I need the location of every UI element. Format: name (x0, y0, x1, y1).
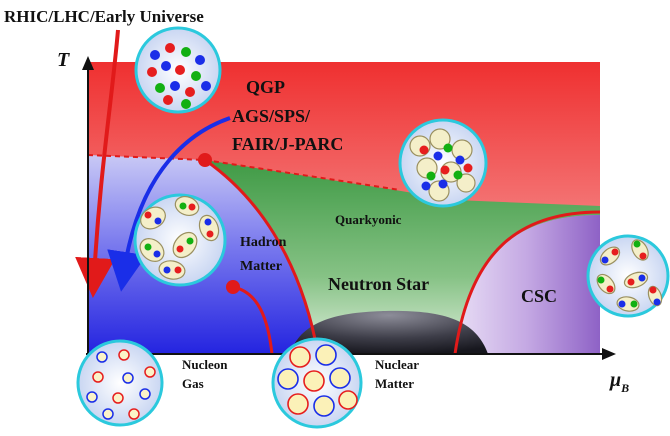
nuclear-matter-bubble (271, 337, 363, 429)
quarkyonic-label: Quarkyonic (335, 212, 402, 227)
nucleon-gas-nucleons (86, 349, 156, 420)
matter-label: Matter (240, 259, 282, 274)
y-axis-label: T (57, 49, 70, 71)
hadron-quarks (144, 202, 214, 274)
quarkyonic-quarks (419, 143, 473, 191)
csc-quarks (597, 240, 661, 308)
hadron-bubble (133, 193, 227, 287)
hadron-label: Hadron (240, 235, 287, 250)
qgp-bubble (134, 26, 222, 114)
qgp-quarks (147, 43, 211, 109)
x-axis-label: μB (609, 369, 629, 395)
crossover-line (87, 154, 206, 161)
csc-bubble (586, 234, 670, 318)
nucleon-gas-bubble (76, 339, 164, 427)
nucleon-gas-label-line1: Nucleon (182, 357, 228, 372)
x-axis-arrowhead (602, 348, 616, 360)
neutron-star-region (290, 310, 488, 354)
quarkyonic-region (205, 160, 600, 354)
ags-fair-trajectory-arrow (107, 116, 231, 292)
critical-point (198, 153, 212, 167)
nucleon-gas-label-line2: Gas (182, 376, 204, 391)
quarkyonic-bubble (398, 118, 488, 208)
first-order-line (204, 158, 320, 355)
qgp-label: QGP (246, 77, 285, 97)
ags-sps-label: AGS/SPS/ (232, 106, 311, 126)
rhic-lhc-trajectory-arrow (75, 29, 120, 298)
csc-boundary-line (453, 210, 601, 355)
nuclear-matter-label-line2: Matter (375, 376, 414, 391)
quarkyonic-upper-line (204, 159, 401, 191)
y-axis-arrowhead (82, 56, 94, 70)
neutron-star-label: Neutron Star (328, 274, 429, 294)
x-axis-label-subscript: B (620, 381, 629, 395)
fair-jparc-label: FAIR/J-PARC (232, 134, 343, 154)
rhic-lhc-label: RHIC/LHC/Early Universe (4, 7, 204, 26)
nuclear-transition-line (232, 285, 274, 355)
nuclear-matter-nucleons (277, 344, 358, 417)
nuclear-matter-label-line1: Nuclear (375, 357, 419, 372)
csc-region (455, 215, 600, 354)
nuclear-liquid-gas-point (226, 280, 240, 294)
csc-label: CSC (521, 286, 557, 306)
